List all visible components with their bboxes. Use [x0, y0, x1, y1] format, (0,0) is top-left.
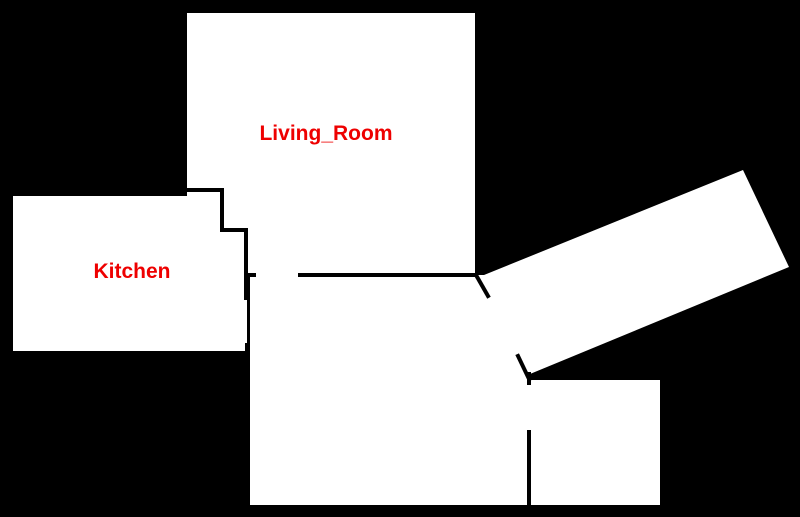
angled-room-area: [484, 170, 789, 374]
kitchen-area: [13, 196, 247, 351]
room-label-living-room: Living_Room: [259, 122, 392, 145]
hall-connector-area: [250, 275, 530, 505]
room-label-kitchen: Kitchen: [93, 260, 170, 283]
small-room-area: [530, 380, 660, 505]
walls: [185, 188, 532, 507]
kitchen-living-wall: [185, 188, 248, 300]
angled-door-jamb-top: [473, 272, 491, 299]
